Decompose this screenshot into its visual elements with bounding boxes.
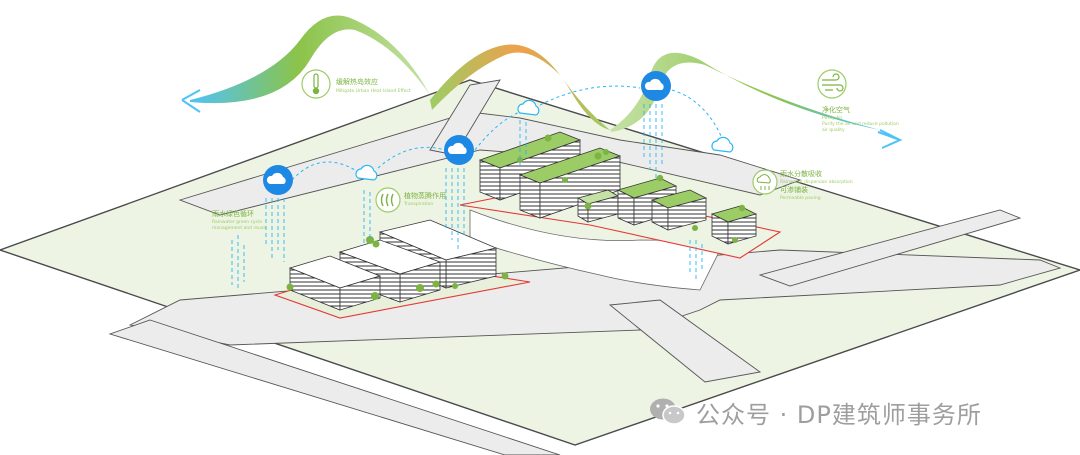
rain-cycle-sub-2: management and reuse: [212, 225, 266, 231]
building-cluster-right: [478, 131, 758, 245]
air-sub-2: Purify the air and reduce pollution: [822, 121, 899, 127]
rain-cloud-icon: [444, 135, 474, 165]
transpiration-sub: Transpiration: [403, 201, 433, 207]
cloud-outline-icon: [355, 99, 734, 181]
building-cluster-left: [288, 219, 498, 311]
thermometer-icon: [301, 69, 331, 99]
rain-cloud-icon: [263, 165, 293, 195]
wind-flow-ribbons: [181, 15, 903, 149]
rain-cloud-icon: [641, 71, 671, 101]
rain-collection-icon: [752, 169, 778, 195]
rain-cycle-label: 雨水绿色循环: [212, 209, 254, 218]
wind-icon: [817, 69, 847, 99]
air-sub-3: air quality: [822, 127, 845, 133]
water-cycle-dotted-arcs: [291, 85, 723, 181]
watermark: 公众号 · DP建筑师事务所: [648, 392, 982, 432]
air-sub-1: Purify Air: [822, 115, 843, 121]
transpiration-icon: [375, 187, 401, 213]
rain-cycle-sub: Rainwater green cycle: [212, 219, 262, 225]
transpiration-label: 植物蒸腾作用: [404, 191, 446, 200]
tree-clusters: [286, 134, 746, 300]
wechat-icon: [648, 396, 688, 428]
road-network: [108, 79, 1062, 455]
permeable-paving-area: [469, 209, 721, 291]
heat-island-sub: Mitigate Urban Heat Island Effect: [336, 88, 411, 94]
permeable-label: 可渗铺装: [780, 185, 808, 194]
permeable-sub: Permeable paving: [780, 195, 821, 201]
rain-collect-label: 雨水分散吸收: [780, 169, 822, 178]
heat-island-label: 缓解热岛效应: [336, 77, 378, 86]
rain-collect-sub: Rainwater dispersion absorption: [780, 179, 853, 185]
air-label: 净化空气: [822, 105, 850, 114]
watermark-text: 公众号 · DP建筑师事务所: [696, 400, 982, 429]
rain-streaks: [231, 104, 703, 290]
